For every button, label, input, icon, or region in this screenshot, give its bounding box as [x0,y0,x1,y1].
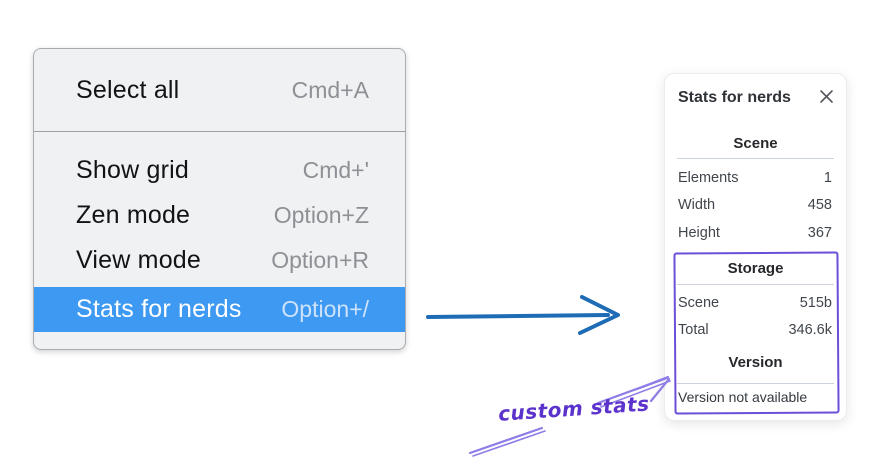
stat-label: Scene [678,295,720,311]
stat-value: 346.6k [788,322,832,338]
arrow-menu-to-panel [426,295,620,335]
arrow-head-sketch-stroke [587,316,615,331]
version-status-text: Version not available [678,389,808,405]
section-divider [677,383,834,384]
menu-item-select-all[interactable]: Select all Cmd+A [34,49,405,131]
menu-item-stats-for-nerds[interactable]: Stats for nerds Option+/ [34,287,405,332]
stat-row-total-storage: Total 346.6k [678,320,832,340]
menu-item-show-grid[interactable]: Show grid Cmd+' [34,148,405,193]
section-heading-storage: Storage [727,260,784,277]
stat-label: Width [678,197,716,213]
stat-label: Height [678,225,720,241]
stat-label: Elements [678,170,739,186]
annotation-arrow-head [635,375,671,403]
stat-row-height: Height 367 [678,223,832,243]
menu-divider [34,131,405,132]
section-heading-version: Version [728,354,783,371]
menu-item-label: Show grid [76,156,189,184]
stat-row-elements: Elements 1 [678,168,832,188]
close-icon[interactable] [819,89,834,104]
stat-row-width: Width 458 [678,195,832,215]
context-menu: Select all Cmd+A Show grid Cmd+' Zen mod… [33,48,406,350]
annotation-arrow [468,375,671,457]
stats-panel-title: Stats for nerds [678,89,791,106]
arrow-shaft [426,313,610,319]
stat-value: 515b [799,295,832,311]
section-heading-scene: Scene [733,135,778,152]
menu-item-shortcut: Cmd+A [291,76,369,103]
annotation-arrow-tail [468,426,544,455]
section-divider [677,158,834,159]
menu-item-label: View mode [76,246,202,274]
stat-label: Total [678,322,709,338]
menu-item-label: Select all [76,75,180,104]
menu-group-spacer [34,132,405,148]
stats-panel: Stats for nerds Scene Elements 1 Width 4… [664,73,847,421]
annotation-arrow-shaft-sketch [600,380,671,408]
menu-item-shortcut: Cmd+' [302,157,369,183]
stat-row-scene-storage: Scene 515b [678,293,832,313]
stat-value: 367 [807,225,832,241]
menu-item-view-mode[interactable]: View mode Option+R [34,238,405,283]
menu-item-shortcut: Option+R [271,247,369,273]
stat-value: 458 [807,197,832,213]
menu-item-shortcut: Option+Z [273,202,369,228]
menu-item-label: Zen mode [76,201,191,229]
menu-item-zen-mode[interactable]: Zen mode Option+Z [34,193,405,238]
menu-item-shortcut: Option+/ [281,296,369,322]
annotation-arrow-tail-sketch [472,430,546,457]
section-divider [677,284,834,285]
menu-item-label: Stats for nerds [76,295,242,323]
stat-value: 1 [823,170,832,186]
